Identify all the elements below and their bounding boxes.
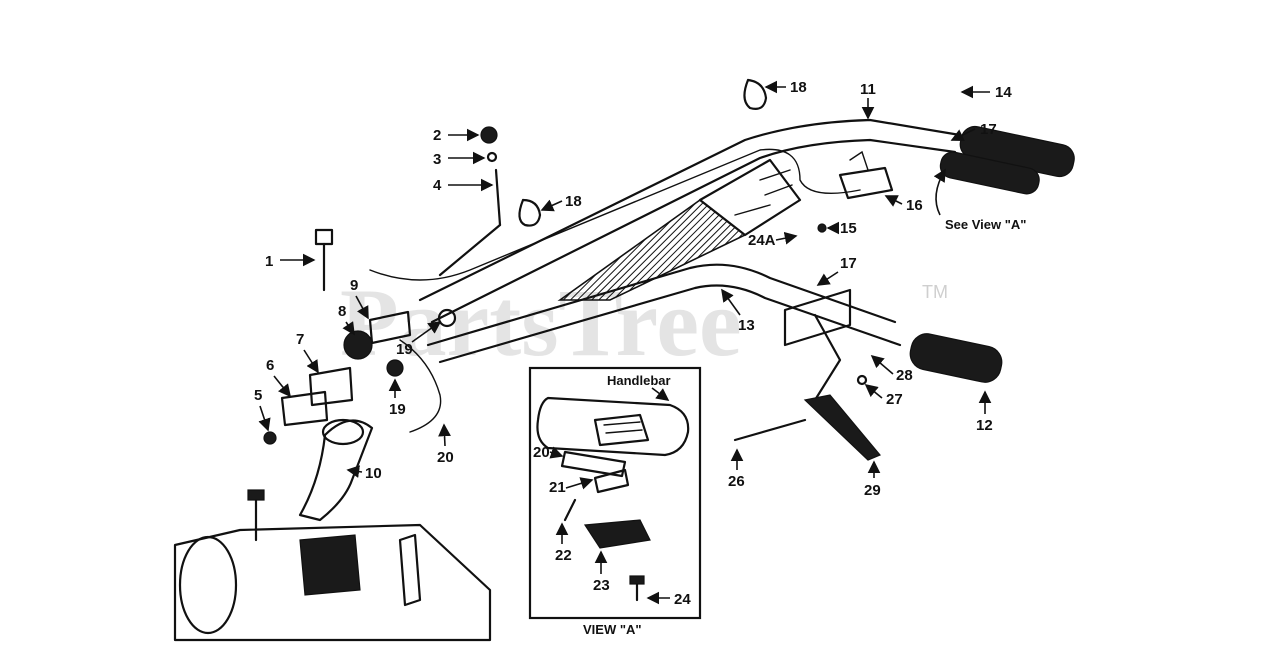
callout-5: 5 — [254, 387, 262, 404]
handlebar-brace — [557, 158, 802, 301]
callout-3: 3 — [433, 151, 441, 168]
callout-12: 12 — [976, 417, 993, 434]
view-a-inset: Handlebar 20 21 22 23 24 VIEW "A" — [528, 366, 702, 637]
callout-9: 9 — [350, 277, 358, 294]
callouts: 2 3 4 1 18 18 11 14 17 16 15 24A See Vie… — [254, 79, 1026, 499]
hub-assembly — [263, 308, 457, 445]
inset-callout-22: 22 — [555, 547, 572, 564]
lower-grip-12 — [909, 333, 1003, 383]
see-view-a-label: See View "A" — [945, 217, 1026, 232]
handlebar-upper — [418, 118, 962, 324]
callout-28: 28 — [896, 367, 913, 384]
clip-18-left — [518, 198, 542, 227]
bolt-1 — [314, 228, 334, 292]
callout-20: 20 — [437, 449, 454, 466]
callout-29: 29 — [864, 482, 881, 499]
inset-title: VIEW "A" — [583, 622, 642, 637]
callout-7: 7 — [296, 331, 304, 348]
clip-18-top — [743, 78, 768, 110]
callout-18-top: 18 — [790, 79, 807, 96]
callout-17-lower: 17 — [840, 255, 857, 272]
column-10 — [298, 418, 374, 522]
throttle-bracket-16 — [838, 150, 894, 200]
trademark-text: TM — [922, 282, 948, 302]
callout-6: 6 — [266, 357, 274, 374]
callout-10: 10 — [365, 465, 382, 482]
inset-callout-23: 23 — [593, 577, 610, 594]
handlebar-lower — [426, 263, 902, 364]
callout-11: 11 — [860, 81, 876, 98]
control-cable — [369, 148, 861, 281]
rod-4 — [438, 126, 502, 277]
callout-18-left: 18 — [565, 193, 582, 210]
callout-16: 16 — [906, 197, 923, 214]
callout-19b: 19 — [389, 401, 406, 418]
callout-2: 2 — [433, 127, 441, 144]
callout-27: 27 — [886, 391, 903, 408]
callout-17-top: 17 — [980, 121, 997, 138]
pin-26 — [733, 418, 807, 442]
inset-callout-21: 21 — [549, 479, 566, 496]
inset-callout-24: 24 — [674, 591, 691, 608]
callout-1: 1 — [265, 253, 273, 270]
callout-8: 8 — [338, 303, 346, 320]
inset-callout-20: 20 — [533, 444, 550, 461]
callout-4: 4 — [433, 177, 442, 194]
cable-20 — [399, 339, 442, 433]
callout-14: 14 — [995, 84, 1012, 101]
inset-handlebar-label: Handlebar — [607, 373, 671, 388]
callout-13: 13 — [738, 317, 755, 334]
callout-19a: 19 — [396, 341, 413, 358]
watermark-text: PartsTree — [340, 269, 742, 376]
control-lever-29 — [783, 288, 881, 461]
callout-26: 26 — [728, 473, 745, 490]
callout-15: 15 — [840, 220, 857, 237]
callout-24a: 24A — [748, 232, 776, 249]
engine-block — [173, 489, 492, 642]
